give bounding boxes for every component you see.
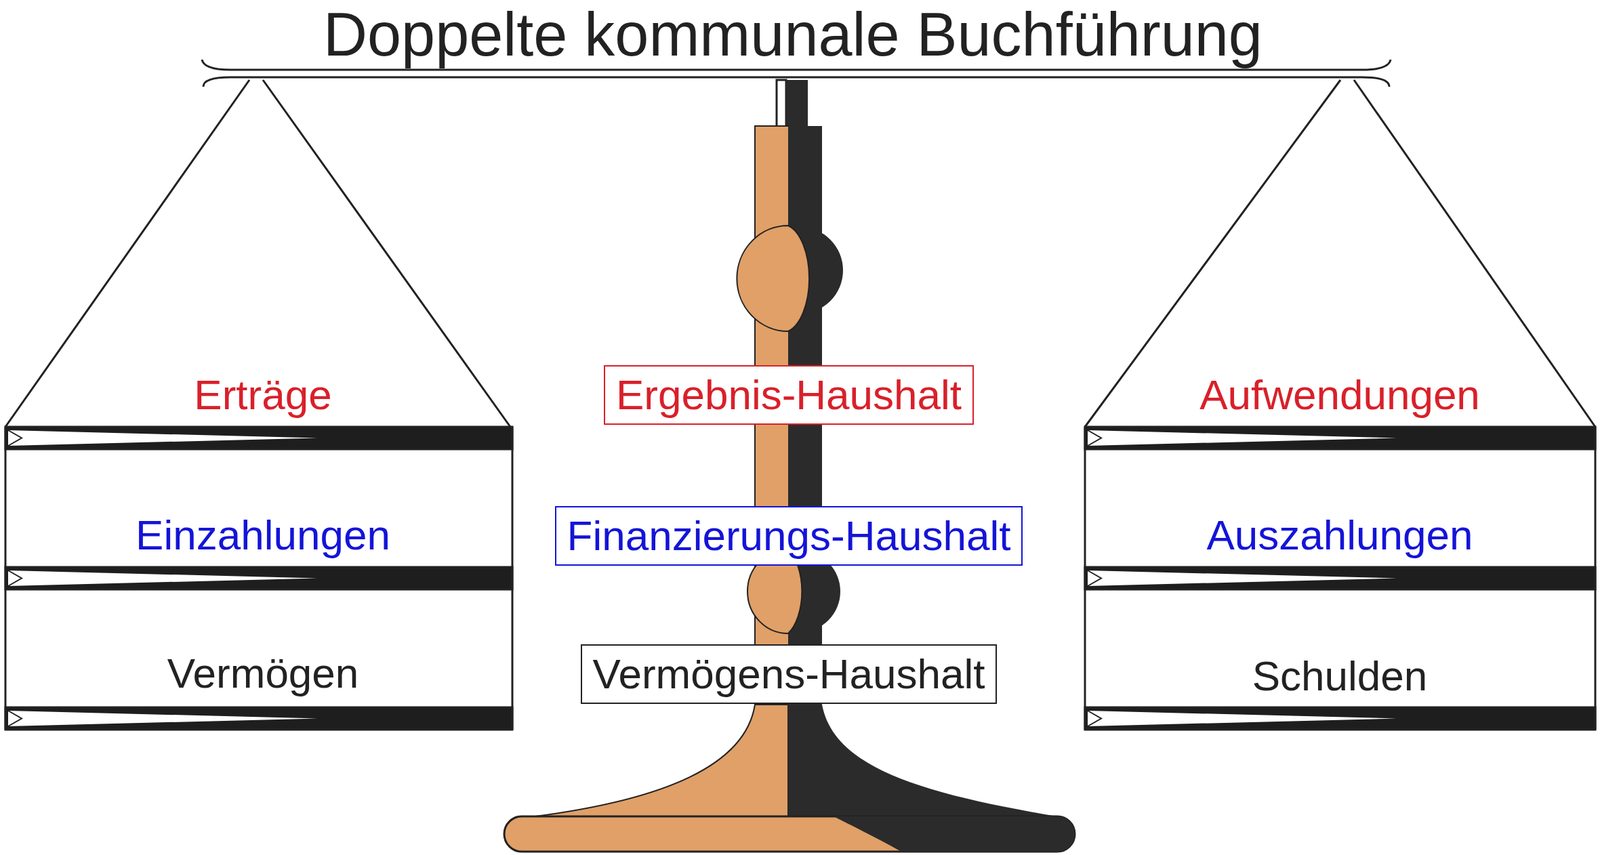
- node-label: Ergebnis-Haushalt: [616, 370, 962, 419]
- budget-box: Finanzierungs-Haushalt: [555, 506, 1024, 566]
- node-label: Vermögen: [167, 649, 360, 698]
- node-label: Aufwendungen: [1199, 370, 1481, 419]
- node-label: Vermögens-Haushalt: [592, 649, 986, 699]
- pan-band: Vermögen: [155, 643, 372, 703]
- node-label: Erträge: [193, 370, 332, 419]
- diagram-title: Doppelte kommunale Buchführung: [323, 1, 1263, 69]
- pan-band: Einzahlungen: [123, 505, 403, 565]
- budget-box: Ergebnis-Haushalt: [603, 365, 974, 425]
- scale-column: [504, 79, 1075, 852]
- pan-band: Auszahlungen: [1194, 505, 1486, 565]
- node-label: Finanzierungs-Haushalt: [567, 511, 1012, 560]
- pan-band: Aufwendungen: [1187, 365, 1493, 425]
- node-label: Einzahlungen: [135, 510, 391, 560]
- pan-band: Schulden: [1240, 646, 1441, 706]
- node-label: Auszahlungen: [1206, 510, 1474, 560]
- pan-band: Erträge: [181, 365, 344, 425]
- node-label: Schulden: [1252, 651, 1428, 701]
- budget-box: Vermögens-Haushalt: [580, 644, 998, 704]
